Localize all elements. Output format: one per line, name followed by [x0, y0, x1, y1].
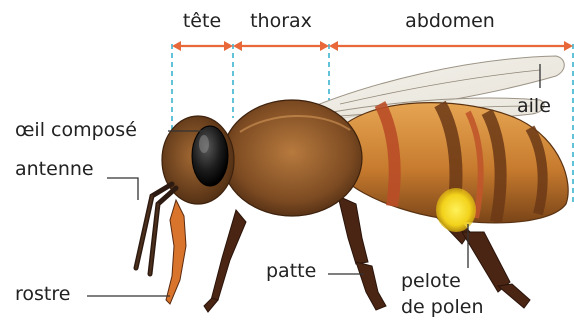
label-head: tête	[183, 12, 221, 31]
label-wing: aile	[517, 97, 551, 116]
label-compound-eye: œil composé	[15, 121, 137, 140]
label-pollen-basket-line2: de polen	[401, 298, 484, 317]
label-proboscis: rostre	[15, 285, 70, 304]
compound-eye	[192, 126, 228, 186]
label-leg: patte	[266, 262, 316, 281]
thorax-body	[222, 100, 362, 216]
label-antenna: antenne	[15, 160, 94, 179]
proboscis	[166, 200, 186, 304]
label-thorax: thorax	[250, 12, 312, 31]
label-abdomen: abdomen	[405, 12, 495, 31]
pollen-basket	[436, 188, 476, 232]
label-pollen-basket-line1: pelote	[401, 272, 461, 291]
dimension-arrows	[172, 41, 573, 51]
